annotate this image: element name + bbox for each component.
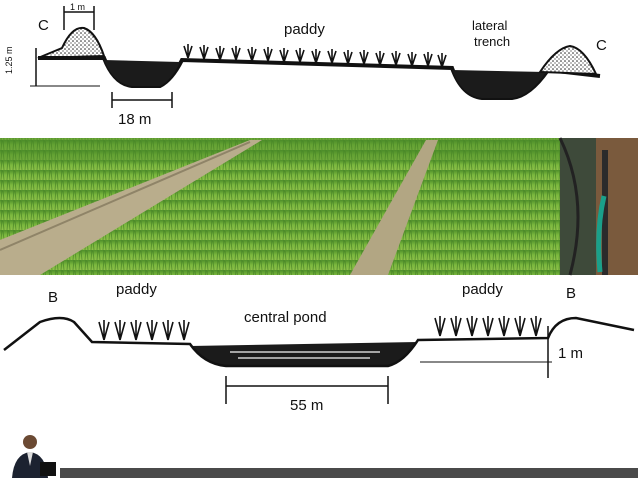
label-height: 1.25 m bbox=[4, 46, 14, 74]
ground-profile-bottom bbox=[3, 316, 635, 368]
label-trench: trench bbox=[474, 34, 510, 49]
label-paddy-bottom-right: paddy bbox=[462, 281, 503, 298]
left-dike bbox=[37, 26, 106, 59]
top-cross-section: C 1 m 1.25 m 18 m paddy lateral trench C bbox=[4, 2, 607, 128]
central-pond-water bbox=[190, 342, 418, 366]
left-earth-path bbox=[0, 140, 262, 275]
right-dike bbox=[538, 44, 598, 76]
presenter-avatar bbox=[2, 432, 58, 478]
rice-plants-top bbox=[183, 44, 447, 68]
label-paddy-top: paddy bbox=[284, 21, 325, 38]
left-trench-water bbox=[104, 60, 180, 86]
rice-plants-bottom-right bbox=[434, 316, 542, 337]
label-b-right: B bbox=[566, 285, 576, 302]
center-earth-path bbox=[350, 140, 438, 275]
label-central-pond: central pond bbox=[244, 309, 327, 326]
rice-field-photo bbox=[0, 137, 638, 276]
label-paddy-bottom-left: paddy bbox=[116, 281, 157, 298]
label-trench-width: 18 m bbox=[118, 111, 151, 128]
rice-plants-bottom-left bbox=[98, 320, 190, 341]
right-trench-water bbox=[452, 70, 546, 98]
label-pond-width: 55 m bbox=[290, 397, 323, 414]
footer-bar bbox=[60, 468, 638, 478]
label-dike-width: 1 m bbox=[70, 2, 85, 12]
label-c-right: C bbox=[596, 37, 607, 54]
label-b-left: B bbox=[48, 289, 58, 306]
label-lateral: lateral bbox=[472, 18, 508, 33]
label-depth: 1 m bbox=[558, 345, 583, 362]
bottom-cross-section: B paddy central pond paddy B 1 m 55 m bbox=[3, 281, 635, 414]
label-c-left: C bbox=[38, 17, 49, 34]
